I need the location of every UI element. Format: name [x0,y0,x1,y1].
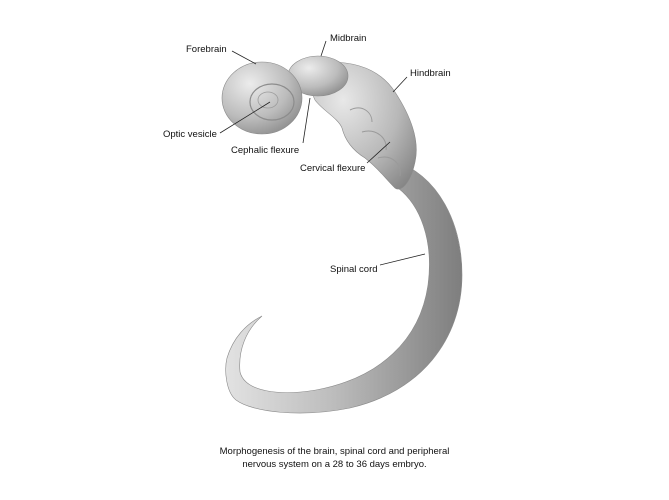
optic-vesicle-label: Optic vesicle [163,129,217,140]
midbrain-leader [320,40,327,57]
midbrain-label: Midbrain [330,33,367,44]
spinal-cord-shape [225,159,463,414]
cervical-flexure-leader [366,141,391,164]
forebrain-shape [221,61,303,135]
optic-vesicle-shape [249,83,295,121]
spinal-cord-leader [379,253,426,266]
caption-line-1: Morphogenesis of the brain, spinal cord … [219,446,450,457]
optic-vesicle-leader [219,101,271,134]
spinal-cord-label: Spinal cord [330,264,378,275]
cervical-flexure-label: Cervical flexure [300,163,366,174]
forebrain-label: Forebrain [186,44,227,55]
cephalic-flexure-label: Cephalic flexure [231,145,300,156]
hindbrain-shape [311,61,417,190]
leader-lines [219,40,426,266]
caption-line-2: nervous system on a 28 to 36 days embryo… [242,459,427,470]
forebrain-leader [231,50,257,65]
hindbrain-label: Hindbrain [410,68,451,79]
cephalic-flexure-leader [302,97,311,144]
figure-caption: Morphogenesis of the brain, spinal cord … [0,445,669,471]
hindbrain-leader [392,76,408,93]
